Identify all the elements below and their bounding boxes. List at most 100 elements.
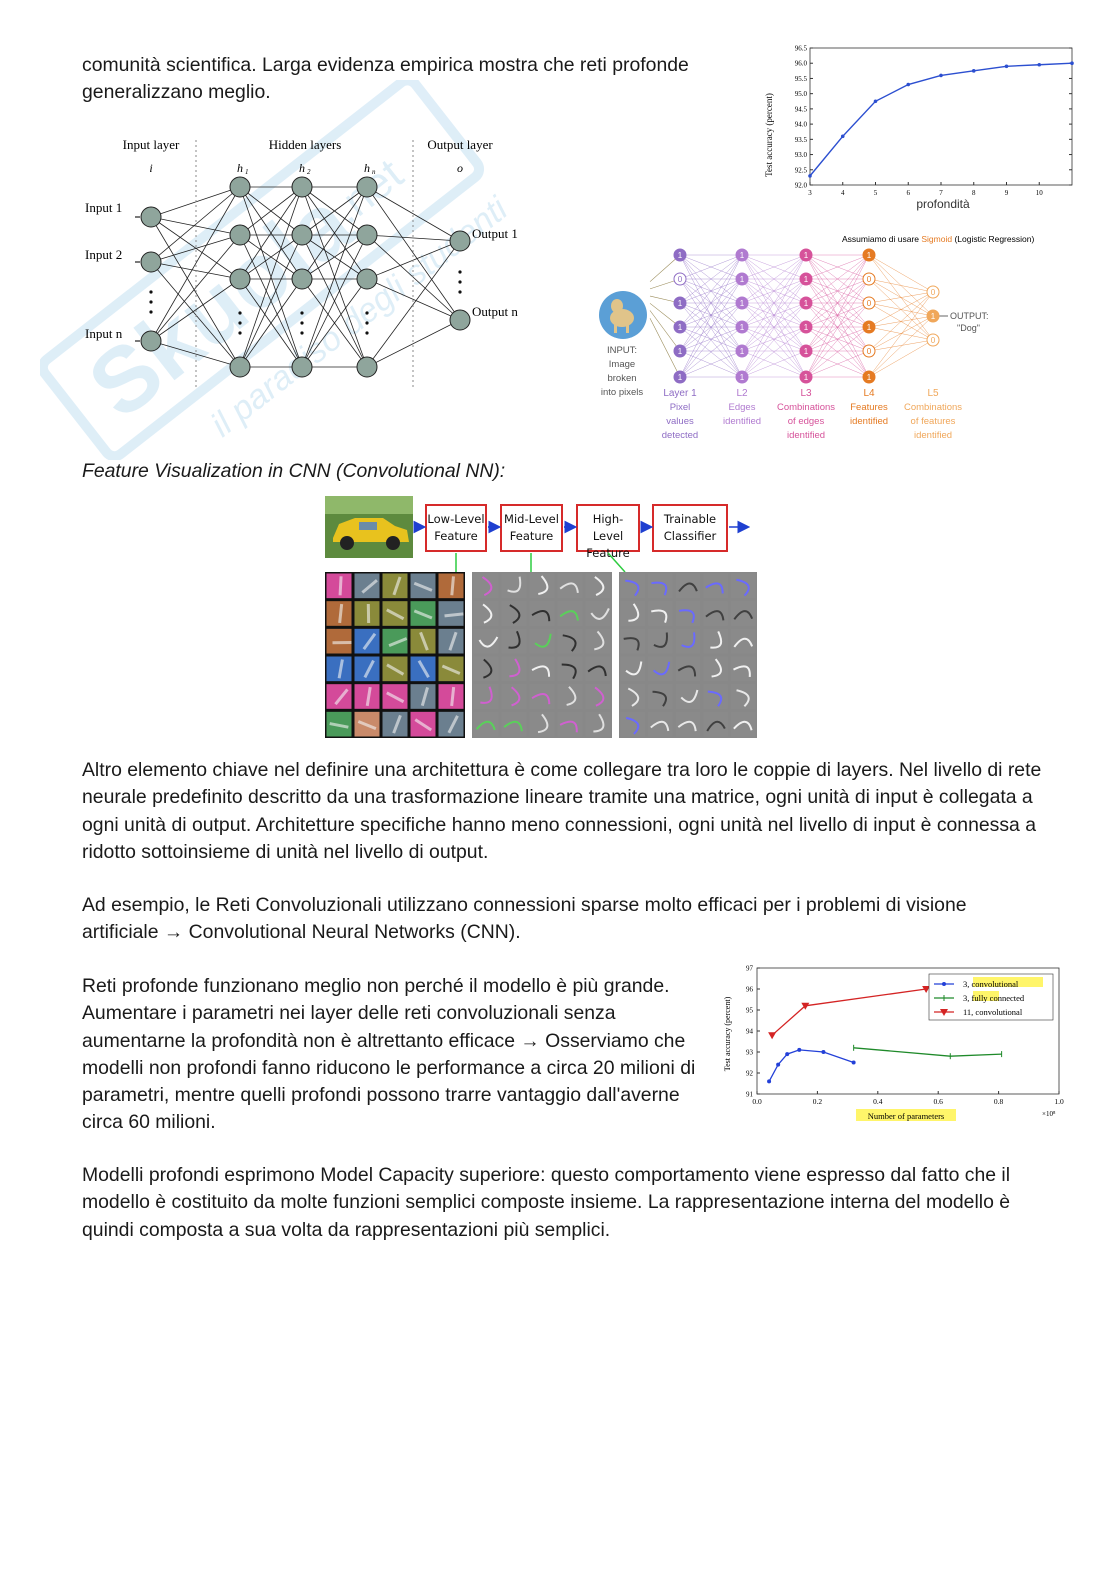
params-ytick-label: 92 bbox=[746, 1070, 754, 1078]
filter-curve bbox=[587, 665, 607, 677]
symbol-hn-sub: n bbox=[372, 168, 376, 176]
filter-curve bbox=[678, 609, 695, 624]
dog-neuron bbox=[735, 320, 749, 334]
filter-curve bbox=[538, 575, 549, 595]
params-data-point bbox=[785, 1052, 790, 1057]
nn-ellipsis-dot bbox=[458, 270, 462, 274]
classifier-line-2: Classifier bbox=[663, 529, 717, 543]
filter-curve bbox=[733, 665, 751, 677]
nn-ellipsis-dot bbox=[365, 321, 369, 325]
dog-neuron bbox=[862, 370, 876, 384]
dog-connection bbox=[868, 315, 934, 352]
input-caption-4: into pixels bbox=[601, 387, 643, 398]
params-chart-ylabel: Test accuracy (percent) bbox=[723, 996, 732, 1071]
high-level-line-1: High-Level bbox=[592, 512, 624, 543]
dog-neuron-value: 1 bbox=[740, 373, 745, 382]
filter-curve bbox=[677, 720, 697, 732]
nn-neuron bbox=[140, 330, 162, 352]
depth-xtick-label: 5 bbox=[874, 189, 878, 197]
xlabel-highlight bbox=[856, 1109, 956, 1121]
output-caption-2: "Dog" bbox=[957, 323, 980, 333]
dog-connection bbox=[805, 254, 870, 304]
filter-curve bbox=[531, 610, 551, 622]
dog-connection bbox=[741, 254, 807, 352]
dog-connection bbox=[868, 254, 934, 293]
output-layer-label: Output layer bbox=[427, 137, 493, 152]
filter-cell bbox=[620, 628, 646, 654]
symbol-h2-sub: 2 bbox=[307, 168, 311, 176]
depth-ytick-label: 95.0 bbox=[795, 90, 808, 98]
nn-connection bbox=[301, 278, 368, 368]
depth-data-point bbox=[808, 174, 812, 178]
filter-cell bbox=[648, 684, 673, 709]
params-data-point bbox=[821, 1050, 826, 1054]
nn-connection bbox=[150, 216, 241, 280]
dog-connection bbox=[805, 302, 870, 378]
filter-cell bbox=[703, 601, 728, 626]
dog-neuron-value: 1 bbox=[678, 347, 683, 356]
depth-chart-ylabel: Test accuracy (percent) bbox=[764, 93, 774, 177]
legend-entry: 3, convolutional bbox=[963, 979, 1019, 989]
dog-connection bbox=[805, 254, 870, 378]
filter-stroke bbox=[450, 686, 456, 707]
filter-cell bbox=[675, 601, 701, 626]
nn-connection bbox=[239, 234, 303, 368]
params-data-point bbox=[776, 1062, 781, 1067]
dog-neuron bbox=[673, 344, 687, 358]
dog-connection bbox=[679, 278, 743, 378]
classifier-line-1: Trainable bbox=[663, 512, 717, 526]
nn-neuron bbox=[449, 230, 471, 252]
dog-neuron bbox=[735, 344, 749, 358]
dog-layer-name: L3 bbox=[800, 388, 812, 399]
dog-image-icon bbox=[599, 291, 647, 339]
filter-curve bbox=[537, 713, 549, 734]
filter-cell bbox=[675, 684, 701, 709]
nn-ellipsis-dot bbox=[300, 331, 304, 335]
dog-connection bbox=[805, 254, 870, 352]
filter-curve bbox=[507, 576, 522, 593]
dog-neuron bbox=[862, 272, 876, 286]
paragraph-model-capacity: Modelli profondi esprimono Model Capacit… bbox=[82, 1164, 1011, 1241]
nn-connection bbox=[301, 234, 368, 280]
nn-connection bbox=[366, 234, 461, 321]
nn-connection bbox=[366, 240, 461, 368]
filter-stroke bbox=[329, 722, 349, 729]
dog-neuron bbox=[926, 309, 940, 323]
legend-highlight bbox=[973, 977, 1043, 987]
filter-cell bbox=[557, 656, 583, 682]
legend-highlight bbox=[973, 991, 999, 1001]
intro-paragraph: comunità scientifica. Larga evidenza emp… bbox=[82, 54, 689, 104]
filter-curve bbox=[733, 610, 754, 620]
dog-layer-desc: of features bbox=[911, 416, 956, 427]
filter-curve bbox=[481, 576, 493, 597]
filter-cell bbox=[585, 656, 611, 682]
dog-layer-desc: of edges bbox=[788, 416, 825, 427]
depth-accuracy-chart: 92.092.593.093.594.094.595.095.596.096.5… bbox=[764, 45, 1074, 211]
nn-ellipsis-dot bbox=[458, 280, 462, 284]
symbol-o: o bbox=[457, 161, 463, 175]
input-layer-label: Input layer bbox=[123, 137, 180, 152]
nn-neuron bbox=[229, 224, 251, 246]
cnn-feature-figure: Low-Level Feature Mid-Level Feature High… bbox=[325, 496, 765, 746]
high-level-filters bbox=[619, 572, 757, 738]
params-ytick-label: 94 bbox=[746, 1028, 754, 1036]
dog-connection bbox=[805, 254, 870, 280]
filter-grid-bg bbox=[325, 572, 465, 738]
filter-cell bbox=[648, 601, 673, 626]
dog-neuron-value: 1 bbox=[867, 323, 872, 332]
legend-marker bbox=[940, 1009, 948, 1016]
dog-neuron-value: 1 bbox=[867, 373, 872, 382]
filter-stroke bbox=[392, 576, 402, 596]
dog-connection bbox=[679, 278, 743, 352]
nn-neuron bbox=[229, 176, 251, 198]
nn-connection bbox=[301, 186, 368, 280]
pixel-link bbox=[649, 310, 681, 352]
filter-stroke bbox=[357, 720, 377, 731]
dog-neuron-value: 1 bbox=[804, 373, 809, 382]
filter-cell bbox=[557, 628, 583, 654]
filter-curve bbox=[561, 663, 577, 680]
dog-neuron-value: 1 bbox=[804, 275, 809, 284]
nn-ellipsis-dot bbox=[458, 290, 462, 294]
dog-neuron bbox=[799, 272, 813, 286]
dog-connection bbox=[805, 326, 870, 378]
